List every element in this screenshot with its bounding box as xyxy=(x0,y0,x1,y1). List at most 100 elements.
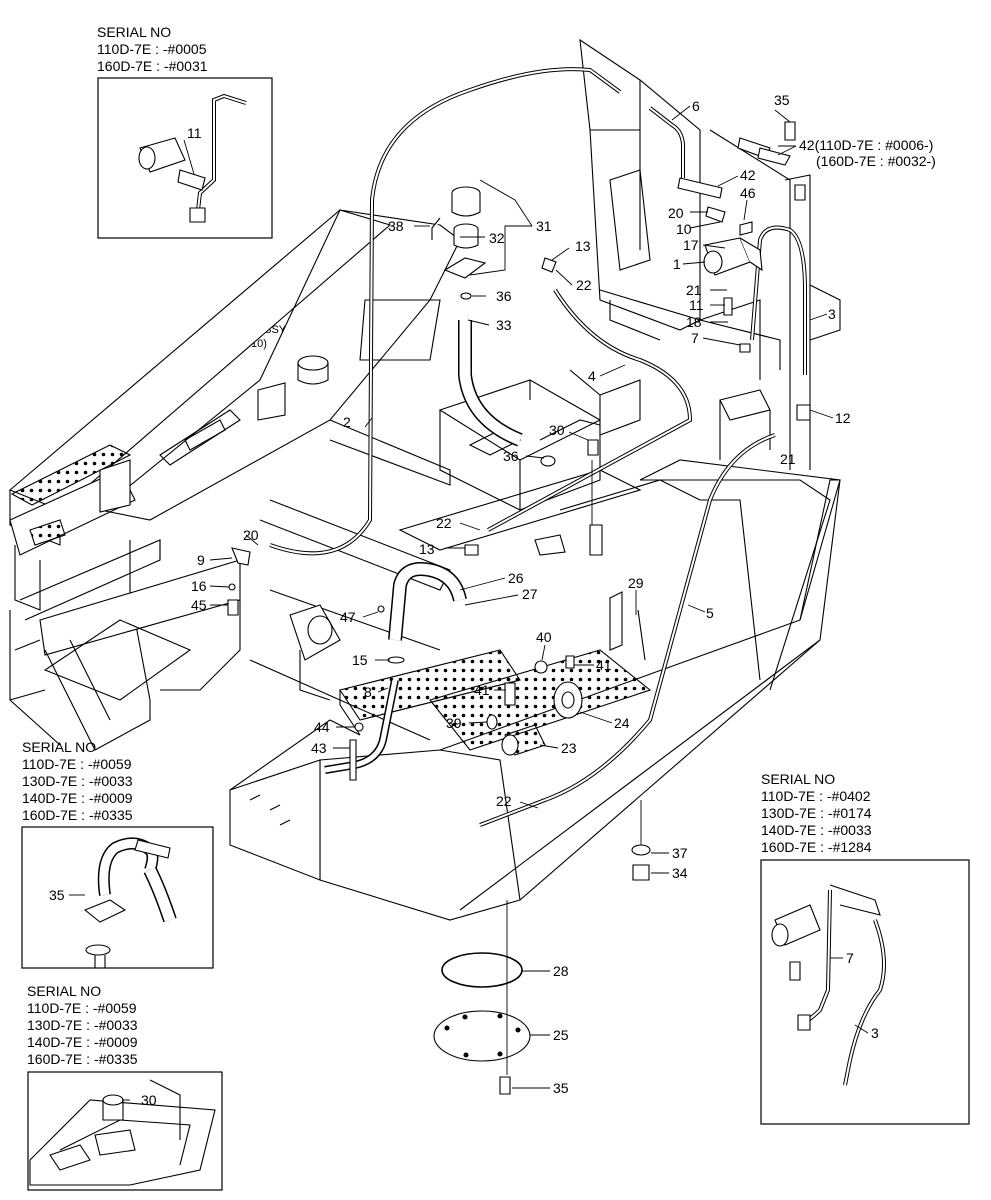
callout-28: 28 xyxy=(553,963,569,979)
o-ring-39 xyxy=(486,714,498,730)
callout-22c: 22 xyxy=(496,793,512,809)
callout-43: 43 xyxy=(311,740,327,756)
callout-41: 41 xyxy=(596,657,612,673)
filter-24 xyxy=(553,681,583,719)
callout-20: 20 xyxy=(668,205,684,221)
inset-frame-right xyxy=(760,859,970,1125)
callout-6: 6 xyxy=(692,98,700,114)
callout-27: 27 xyxy=(522,586,538,602)
level-gauge-29 xyxy=(609,591,646,661)
serial-title: SERIAL NO xyxy=(761,771,836,787)
callout-42-note-line2: (160D-7E : #0032-) xyxy=(816,153,936,169)
callout-3: 3 xyxy=(828,306,836,322)
serial-line: 110D-7E : -#0005 xyxy=(97,41,207,57)
callout-29: 29 xyxy=(628,575,644,591)
callout-26: 26 xyxy=(508,570,524,586)
callout-40: 40 xyxy=(536,629,552,645)
callout-7: 7 xyxy=(691,330,699,346)
serial-line: 110D-7E : -#0059 xyxy=(27,1000,137,1016)
serial-block-top-left: SERIAL NO 110D-7E : -#0005 160D-7E : -#0… xyxy=(97,24,208,75)
o-ring-40 xyxy=(534,660,548,674)
inset-frame-bottom-left xyxy=(27,1071,223,1191)
callout-46: 46 xyxy=(740,185,756,201)
o-ring-37 xyxy=(631,844,651,856)
callout-47: 47 xyxy=(340,609,356,625)
serial-line: 140D-7E : -#0033 xyxy=(761,822,872,838)
callout-16: 16 xyxy=(191,578,207,594)
inset-drawings xyxy=(29,93,886,1186)
serial-line: 160D-7E : -#0335 xyxy=(27,1051,138,1067)
callout-17: 17 xyxy=(683,237,699,253)
callout-7b: 7 xyxy=(846,950,854,966)
serial-title: SERIAL NO xyxy=(27,983,102,999)
callout-15: 15 xyxy=(352,652,368,668)
callout-30b: 30 xyxy=(141,1092,157,1108)
callout-35: 35 xyxy=(774,92,790,108)
callout-21b: 21 xyxy=(780,451,796,467)
callout-20b: 20 xyxy=(243,527,259,543)
hose-2 xyxy=(269,67,622,556)
callout-13: 13 xyxy=(575,238,591,254)
callout-45: 45 xyxy=(191,597,207,613)
callout-34: 34 xyxy=(672,865,688,881)
inset-frame-top-left xyxy=(97,77,273,239)
serial-line: 160D-7E : -#1284 xyxy=(761,839,872,855)
serial-title: SERIAL NO xyxy=(97,24,172,40)
callout-41b: 41 xyxy=(474,682,490,698)
serial-line: 130D-7E : -#0174 xyxy=(761,805,872,821)
strainer-23 xyxy=(501,724,546,756)
mounting-rubber xyxy=(443,186,487,300)
callout-8: 8 xyxy=(364,684,372,700)
gear-pump-1 xyxy=(703,237,763,276)
callout-4: 4 xyxy=(588,368,596,384)
callout-labels: 11 6 35 42(110D-7E : #0006-) (160D-7E : … xyxy=(49,92,936,1108)
serial-line: 160D-7E : -#0031 xyxy=(97,58,208,74)
serial-line: 160D-7E : -#0335 xyxy=(22,807,133,823)
callout-2: 2 xyxy=(343,414,351,430)
serial-line: 140D-7E : -#0009 xyxy=(27,1034,138,1050)
callout-39: 39 xyxy=(446,715,462,731)
callout-25: 25 xyxy=(553,1027,569,1043)
callout-10: 10 xyxy=(676,221,692,237)
components xyxy=(227,121,811,1095)
callout-13b: 13 xyxy=(419,541,435,557)
serial-block-bottom-left: SERIAL NO 110D-7E : -#0059 130D-7E : -#0… xyxy=(27,983,138,1068)
gasket-28 xyxy=(441,952,523,988)
callout-44: 44 xyxy=(314,719,330,735)
callout-30: 30 xyxy=(549,422,565,438)
callout-5: 5 xyxy=(706,605,714,621)
callout-1: 1 xyxy=(673,256,681,272)
serial-line: 130D-7E : -#0033 xyxy=(22,773,133,789)
callout-36b: 36 xyxy=(503,448,519,464)
serial-line: 110D-7E : -#0059 xyxy=(22,756,132,772)
callout-18: 18 xyxy=(686,314,702,330)
callout-31: 31 xyxy=(536,218,552,234)
callout-35c: 35 xyxy=(553,1080,569,1096)
callout-35b: 35 xyxy=(49,887,65,903)
serial-line: 140D-7E : -#0009 xyxy=(22,790,133,806)
callout-23: 23 xyxy=(561,740,577,756)
serial-block-right: SERIAL NO 110D-7E : -#0402 130D-7E : -#0… xyxy=(761,771,872,856)
callout-24: 24 xyxy=(614,715,630,731)
callout-36: 36 xyxy=(496,288,512,304)
serial-line: 110D-7E : -#0402 xyxy=(761,788,871,804)
bolt-35 xyxy=(499,1076,511,1095)
callout-21: 21 xyxy=(686,282,702,298)
cover-25 xyxy=(433,1010,531,1062)
main-frame-structure xyxy=(8,38,841,921)
callout-12: 12 xyxy=(835,410,851,426)
callout-22b: 22 xyxy=(436,515,452,531)
serial-line: 130D-7E : -#0033 xyxy=(27,1017,138,1033)
callout-42: 42 xyxy=(740,167,756,183)
callout-42-note-line1: 42(110D-7E : #0006-) xyxy=(799,137,933,153)
leader-lines xyxy=(69,105,869,1101)
callout-33: 33 xyxy=(496,317,512,333)
hose-5 xyxy=(544,433,776,802)
callout-37: 37 xyxy=(672,845,688,861)
callout-38: 38 xyxy=(388,218,404,234)
callout-11b: 11 xyxy=(689,297,704,313)
inset-frame-mid-left xyxy=(21,826,214,969)
callout-9: 9 xyxy=(197,552,205,568)
callout-3b: 3 xyxy=(871,1025,879,1041)
